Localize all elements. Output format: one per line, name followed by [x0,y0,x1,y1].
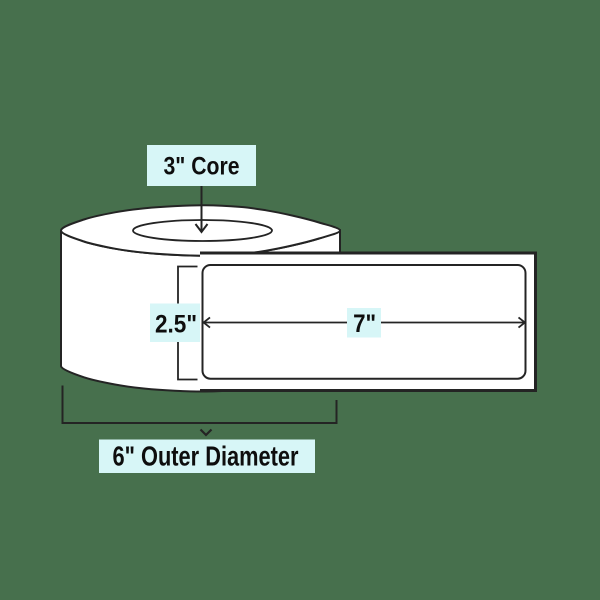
svg-text:7": 7" [353,310,376,338]
svg-text:3" Core: 3" Core [164,153,240,181]
svg-text:6" Outer Diameter: 6" Outer Diameter [113,441,299,472]
svg-text:2.5": 2.5" [155,311,197,339]
